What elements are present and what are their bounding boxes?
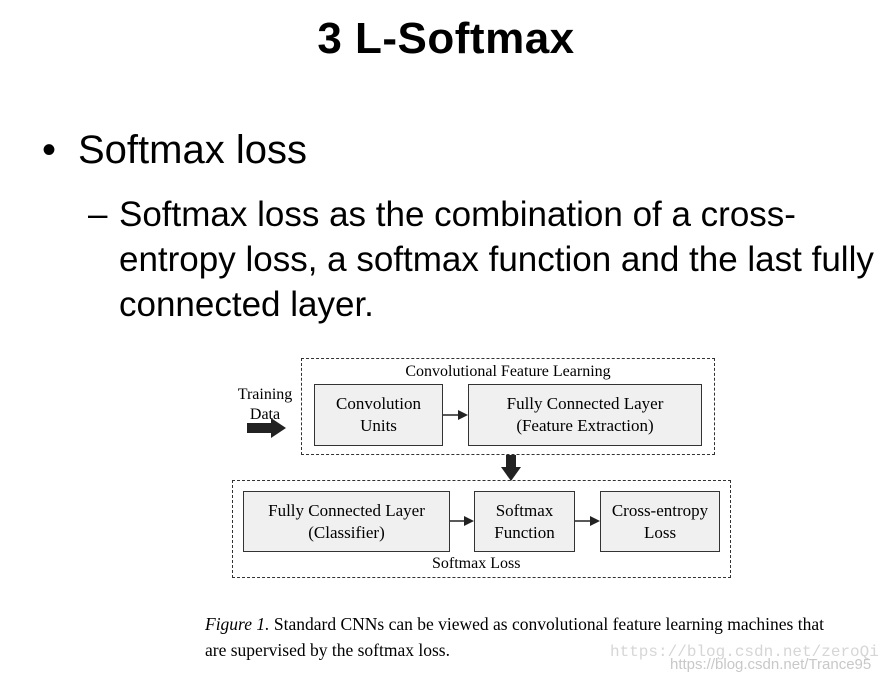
bullet-item: • Softmax loss [42, 128, 307, 173]
cross-entropy-loss-line2: Loss [643, 522, 677, 542]
figure-caption: Figure 1. Standard CNNs can be viewed as… [205, 611, 825, 663]
softmax-loss-label: Softmax Loss [432, 555, 521, 572]
softmax-function-line2: Function [494, 522, 555, 542]
sub-bullet-text: Softmax loss as the combination of a cro… [119, 195, 874, 324]
fc-classifier-line1: Fully Connected Layer [268, 500, 425, 520]
sub-bullet-item: – Softmax loss as the combination of a c… [88, 192, 878, 327]
caption-label: Figure 1. [205, 614, 270, 634]
fc-feature-extraction-line1: Fully Connected Layer [506, 394, 664, 413]
arrow-down-icon [501, 455, 521, 481]
caption-text: Standard CNNs can be viewed as convoluti… [205, 614, 824, 660]
fc-feature-extraction-box: Fully Connected Layer (Feature Extractio… [468, 384, 702, 446]
bullet-dot: • [42, 128, 57, 172]
watermark-1: https://blog.csdn.net/zeroQi [610, 643, 879, 661]
arrow-right-icon [575, 516, 600, 526]
conv-feature-learning-group [301, 358, 715, 455]
training-label-line1: Training [237, 386, 293, 403]
cross-entropy-loss-box: Cross-entropy Loss [600, 491, 720, 552]
convolution-units-box: Convolution Units [314, 384, 443, 446]
convolution-units-line1: Convolution [335, 394, 421, 413]
watermark-2: https://blog.csdn.net/Trance95 [670, 656, 872, 673]
softmax-function-line1: Softmax [495, 500, 554, 520]
conv-feature-learning-label: Convolutional Feature Learning [405, 363, 611, 380]
input-arrow-icon [247, 418, 286, 438]
bullet-text: Softmax loss [78, 128, 307, 172]
fc-classifier-box: Fully Connected Layer (Classifier) [243, 491, 450, 552]
training-data-label: Training Data [234, 385, 296, 425]
fc-feature-extraction-line2: (Feature Extraction) [516, 416, 654, 435]
cross-entropy-loss-line1: Cross-entropy [611, 500, 709, 520]
sub-bullet-dash: – [88, 195, 108, 234]
arrow-right-icon [443, 410, 468, 420]
slide-title: 3 L-Softmax [317, 14, 575, 63]
convolution-units-line2: Units [360, 416, 397, 435]
softmax-function-box: Softmax Function [474, 491, 575, 552]
training-label-line2: Data [249, 406, 281, 423]
fc-classifier-line2: (Classifier) [308, 522, 385, 542]
softmax-loss-group [232, 480, 731, 578]
arrow-right-icon [450, 516, 474, 526]
